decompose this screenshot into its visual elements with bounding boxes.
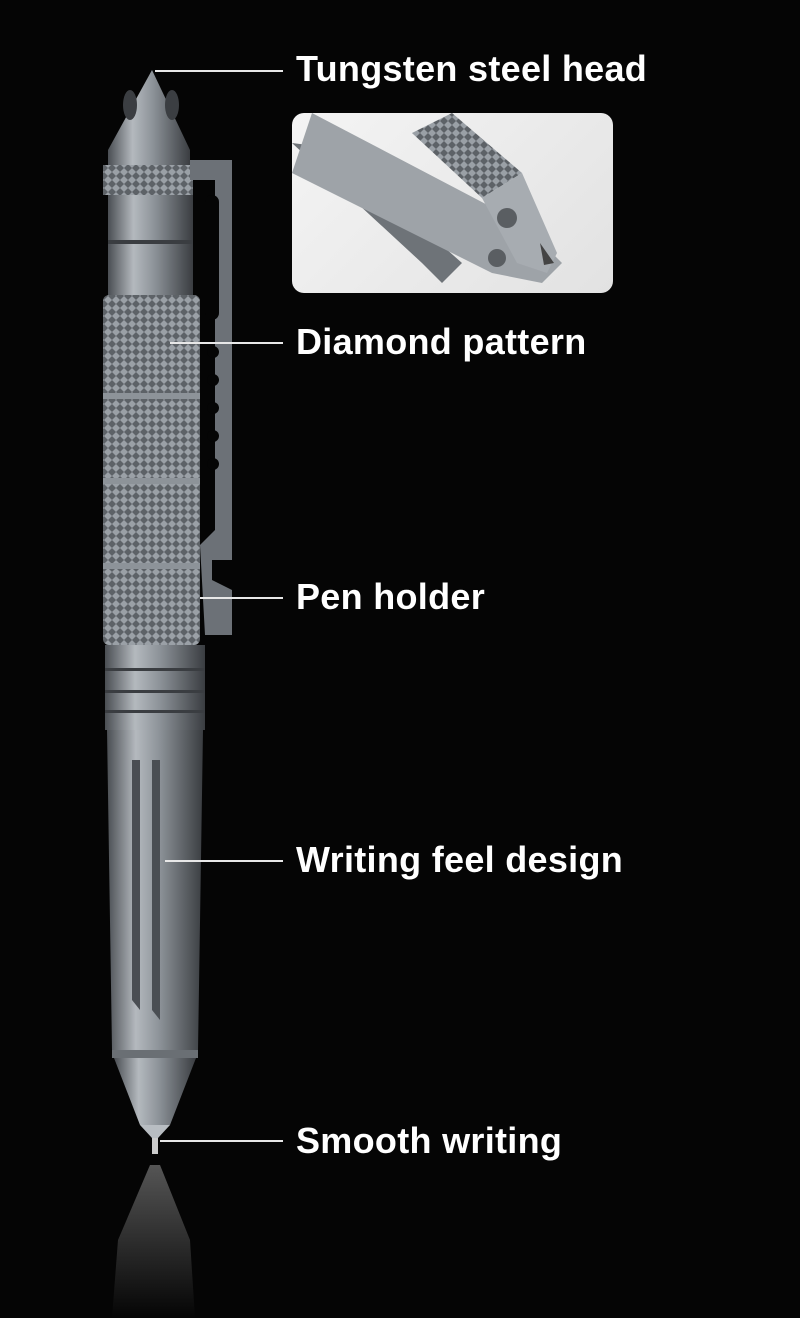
callout-writing-feel-design: Writing feel design xyxy=(296,839,624,880)
callout-diamond-pattern: Diamond pattern xyxy=(296,321,587,362)
callout-line-diamond xyxy=(170,342,283,344)
callout-line-smooth xyxy=(160,1140,283,1142)
callout-tungsten-steel-head: Tungsten steel head xyxy=(296,48,648,89)
callout-line-head xyxy=(155,70,283,72)
head-closeup-illustration xyxy=(292,113,562,283)
callout-line-writing-feel xyxy=(165,860,283,862)
head-closeup-image xyxy=(292,113,613,293)
callout-line-holder xyxy=(200,597,283,599)
callout-smooth-writing: Smooth writing xyxy=(296,1120,563,1161)
callout-pen-holder: Pen holder xyxy=(296,576,486,617)
